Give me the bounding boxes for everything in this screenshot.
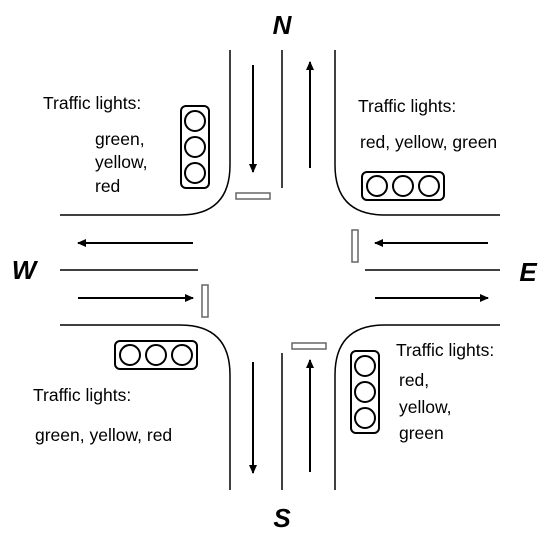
label-line: green, <box>95 129 145 149</box>
traffic-light-lamp <box>145 344 167 366</box>
label-title: Traffic lights: <box>43 93 141 113</box>
traffic-light-lamp <box>171 344 193 366</box>
stop-line-west <box>201 284 209 318</box>
compass-west: W <box>12 255 39 285</box>
label-line: red <box>95 176 120 196</box>
traffic-light-lamp <box>354 407 376 429</box>
traffic-light-lamp <box>119 344 141 366</box>
label-line: yellow, <box>95 152 148 172</box>
label-line: red, <box>399 370 429 390</box>
label-southeast: Traffic lights: red, yellow, green <box>396 340 494 443</box>
label-line: red, yellow, green <box>360 132 497 152</box>
traffic-light-northeast <box>361 171 445 201</box>
label-southwest: Traffic lights: green, yellow, red <box>33 385 172 445</box>
label-line: yellow, <box>399 397 452 417</box>
traffic-light-lamp <box>184 110 206 132</box>
stop-line-south <box>291 342 327 350</box>
compass-east: E <box>519 257 537 287</box>
lane-arrows <box>77 61 489 474</box>
traffic-light-lamp <box>184 136 206 158</box>
center-dividers <box>60 50 500 490</box>
curb-northwest <box>60 50 231 216</box>
traffic-light-lamp <box>184 162 206 184</box>
label-line: green <box>399 423 444 443</box>
curb-southwest <box>60 324 231 490</box>
traffic-light-lamp <box>418 175 440 197</box>
label-line: green, yellow, red <box>35 425 172 445</box>
curb-northeast <box>334 50 500 216</box>
road-edges <box>60 50 500 490</box>
label-northeast: Traffic lights: red, yellow, green <box>358 96 497 152</box>
label-title: Traffic lights: <box>396 340 494 360</box>
label-northwest: Traffic lights: green, yellow, red <box>43 93 148 196</box>
compass-south: S <box>273 503 291 533</box>
traffic-light-southwest <box>114 340 198 370</box>
stop-lines <box>201 192 359 350</box>
compass-north: N <box>273 10 293 40</box>
traffic-light-lamp <box>354 355 376 377</box>
label-title: Traffic lights: <box>358 96 456 116</box>
traffic-light-lamp <box>354 381 376 403</box>
stop-line-north <box>235 192 271 200</box>
traffic-light-lamp <box>366 175 388 197</box>
traffic-light-lamp <box>392 175 414 197</box>
label-title: Traffic lights: <box>33 385 131 405</box>
stop-line-east <box>351 229 359 263</box>
traffic-light-northwest <box>180 105 210 189</box>
traffic-light-southeast <box>350 350 380 434</box>
curb-southeast <box>334 324 500 490</box>
